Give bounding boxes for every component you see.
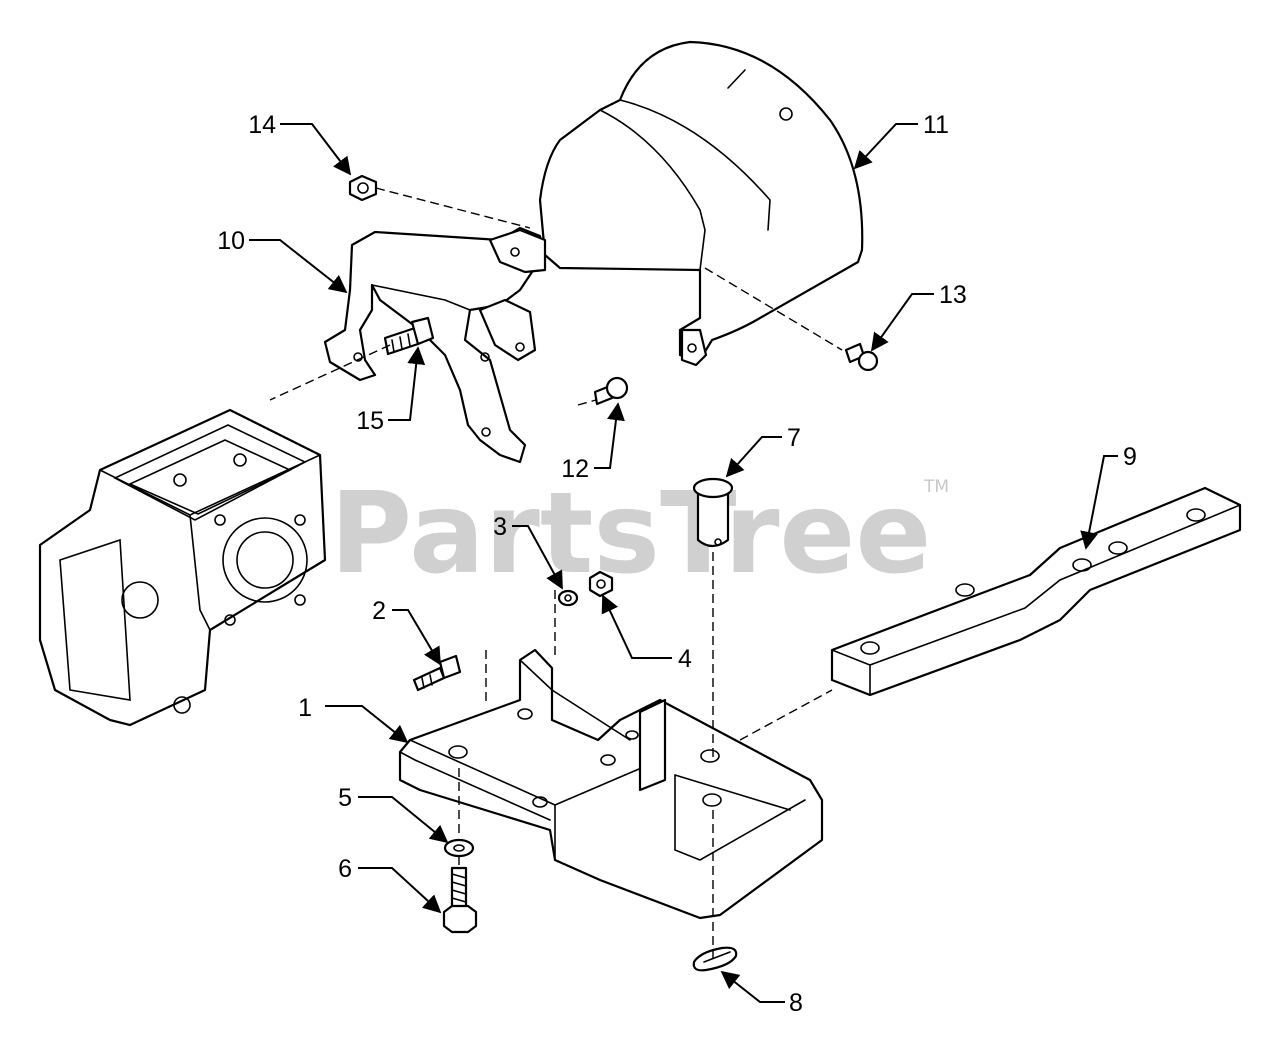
- callout-1: 1: [298, 694, 312, 722]
- part-14-nut: [348, 174, 378, 202]
- callout-4: 4: [678, 645, 692, 673]
- callout-13: 13: [939, 281, 967, 309]
- part-9-drawbar: [830, 486, 1242, 697]
- assembly-lines: [269, 187, 843, 960]
- watermark-trademark: TM: [923, 477, 949, 497]
- callout-2: 2: [372, 597, 386, 625]
- part-4-nut: [588, 570, 614, 598]
- part-1-hitch-plate: [398, 648, 824, 920]
- part-6-bolt: [442, 866, 478, 934]
- part-3-lock-washer: [557, 589, 579, 607]
- callout-7: 7: [787, 424, 801, 452]
- part-2-bolt: [412, 654, 462, 692]
- callout-11: 11: [923, 111, 949, 139]
- part-7-pin: [692, 477, 734, 548]
- part-10-support-bracket: [323, 226, 547, 464]
- callout-15: 15: [356, 407, 384, 435]
- callout-5: 5: [338, 784, 352, 812]
- callout-8: 8: [789, 989, 803, 1017]
- callout-leaders: [249, 123, 1118, 1003]
- part-15-bolt: [383, 316, 435, 356]
- part-12-screw: [593, 376, 629, 406]
- part-8-hairpin-clip: [692, 946, 738, 972]
- callout-labels: 1 2 3 4 5 6 7 8 9 10 11 12 13 14 15: [217, 111, 1137, 1017]
- watermark-brand: PartsTree: [330, 469, 931, 599]
- part-13-screw: [844, 342, 879, 372]
- part-11-fender-shield: [538, 40, 864, 367]
- watermark: PartsTree TM: [330, 469, 949, 599]
- callout-3: 3: [493, 513, 507, 541]
- callout-14: 14: [248, 111, 276, 139]
- part-5-washer: [443, 838, 475, 858]
- callout-10: 10: [217, 227, 245, 255]
- callout-12: 12: [561, 455, 589, 483]
- callout-6: 6: [338, 855, 352, 883]
- transmission-housing: [38, 408, 327, 727]
- callout-9: 9: [1123, 443, 1137, 471]
